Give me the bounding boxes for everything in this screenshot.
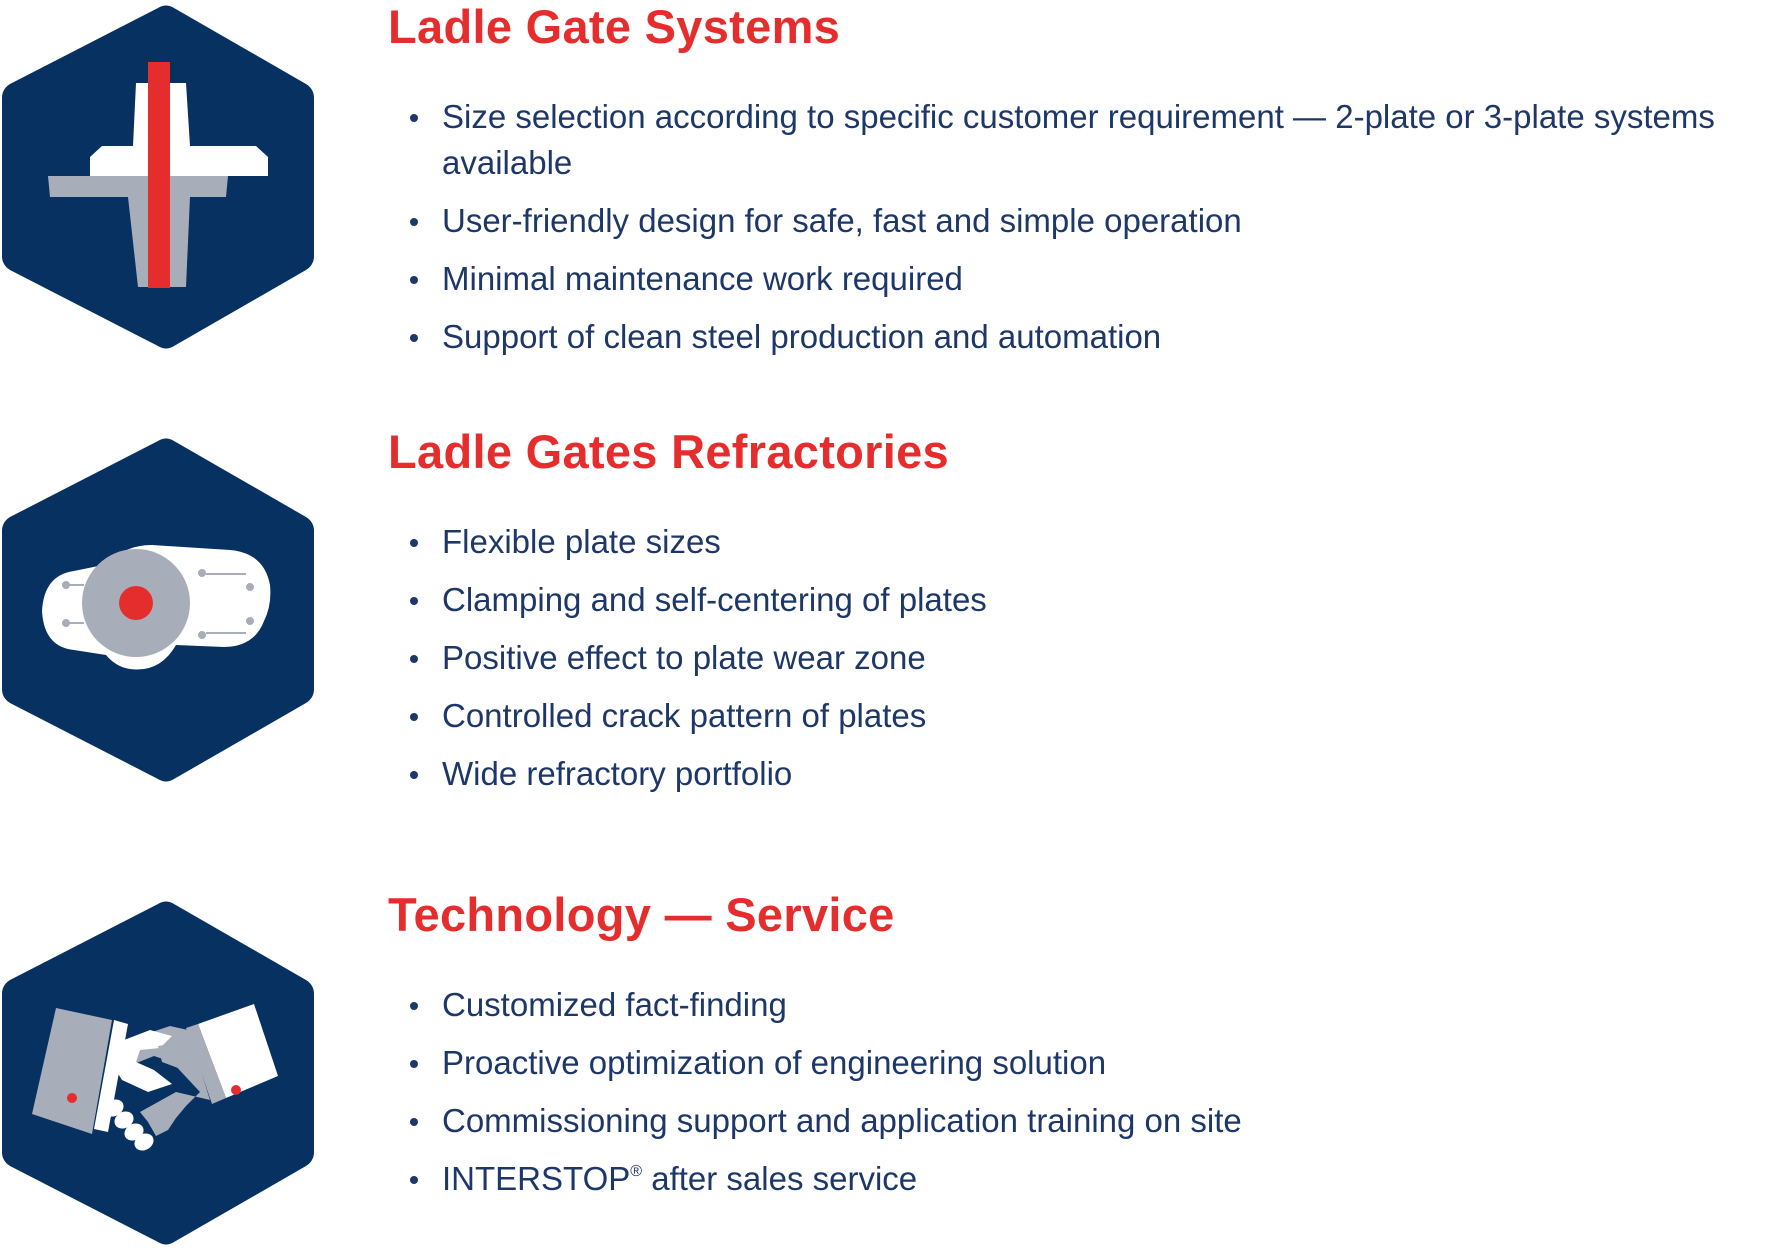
bullet-dot [410, 655, 418, 663]
refractory-plate-icon [2, 438, 314, 782]
list-item: Flexible plate sizes [388, 519, 1728, 565]
bullet-dot [410, 1002, 418, 1010]
bullet-dot [410, 276, 418, 284]
interstop-brand: INTERSTOP [442, 1160, 631, 1197]
list-item: Minimal maintenance work required [388, 256, 1728, 302]
bullet-dot [410, 539, 418, 547]
list-item: Controlled crack pattern of plates [388, 693, 1728, 739]
bullet-dot [410, 597, 418, 605]
list-item: User-friendly design for safe, fast and … [388, 198, 1728, 244]
bullet-list: Size selection according to specific cus… [388, 94, 1728, 360]
ladle-gate-cross-icon [2, 5, 314, 349]
list-item: Clamping and self-centering of plates [388, 577, 1728, 623]
registered-mark: ® [630, 1163, 643, 1180]
section-title: Ladle Gates Refractories [388, 425, 949, 478]
list-item: Proactive optimization of engineering so… [388, 1040, 1728, 1086]
bullet-list: Customized fact-finding Proactive optimi… [388, 982, 1728, 1202]
bullet-dot [410, 1118, 418, 1126]
bullet-dot [410, 1176, 418, 1184]
section-title: Technology — Service [388, 888, 895, 941]
bullet-dot [410, 218, 418, 226]
handshake-icon [2, 901, 314, 1245]
bullet-dot [410, 1060, 418, 1068]
bullet-list: Flexible plate sizes Clamping and self-c… [388, 519, 1728, 797]
list-item: Customized fact-finding [388, 982, 1728, 1028]
list-item: Wide refractory portfolio [388, 751, 1728, 797]
bullet-dot [410, 713, 418, 721]
list-item: INTERSTOP® after sales service [388, 1156, 1728, 1202]
section-title: Ladle Gate Systems [388, 0, 841, 53]
bullet-dot [410, 334, 418, 342]
list-item: Support of clean steel production and au… [388, 314, 1728, 360]
bullet-dot [410, 771, 418, 779]
bullet-dot [410, 114, 418, 122]
list-item: Positive effect to plate wear zone [388, 635, 1728, 681]
list-item: Commissioning support and application tr… [388, 1098, 1728, 1144]
list-item: Size selection according to specific cus… [388, 94, 1728, 186]
